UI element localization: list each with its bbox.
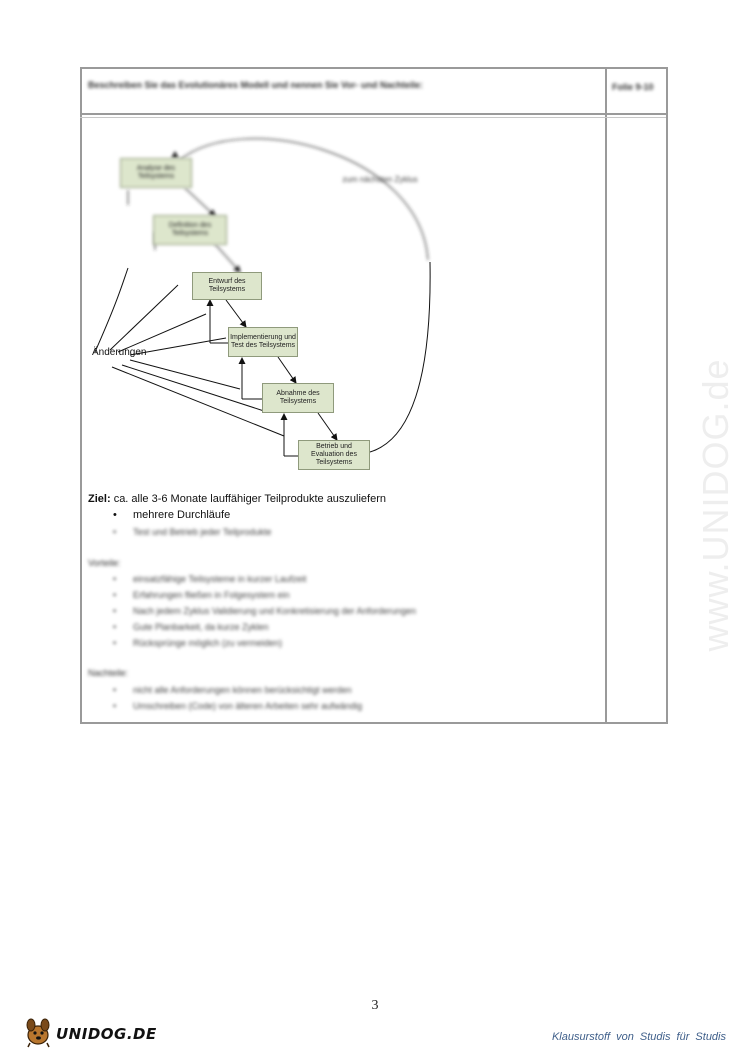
footer-slogan: Klausurstoff von Studis für Studis [551,1031,726,1043]
nachteil-text: nicht alle Anforderungen können berücksi… [133,685,352,695]
vorteil-text: Nach jedem Zyklus Validierung und Konkre… [133,606,416,616]
box-abnahme: Abnahme des Teilsystems [262,383,334,413]
box-betrieb: Betrieb und Evaluation des Teilsystems [298,440,370,470]
folie-reference: Folie 9-10 [612,82,654,92]
box-entwurf: Entwurf des Teilsystems [192,272,262,300]
vorteile-heading: Vorteile: [88,558,121,568]
bullet-glyph: • [113,527,117,537]
question-table [80,67,668,724]
watermark: www.UNIDOG.de [690,270,736,730]
bullet-text: mehrere Durchläufe [133,509,231,521]
table-border [80,67,668,724]
aenderungen-label: Änderungen [92,347,147,358]
unidog-logo: UNIDOG.DE [22,1015,156,1049]
bullet-glyph: • [113,638,117,648]
cycle-label: zum nächsten Zyklus [342,175,418,184]
bullet-glyph: • [113,606,117,616]
bullet-glyph: • [113,701,117,711]
column-divider [605,67,607,722]
question-header: Beschreiben Sie das Evolutionäres Modell… [88,80,423,90]
nachteile-heading: Nachteile: [88,668,129,678]
ziel-text: ca. alle 3-6 Monate lauffähiger Teilprod… [113,493,387,505]
header-divider [80,113,666,115]
ziel-line: Ziel: ca. alle 3-6 Monate lauffähiger Te… [88,493,386,505]
bullet-glyph: • [113,590,117,600]
box-implementierung: Implementierung und Test des Teilsystems [228,327,298,357]
dog-icon [26,1018,50,1048]
header-divider-secondary [80,117,666,118]
bullet-glyph: • [113,685,117,695]
preview-window [82,262,604,532]
vorteil-text: Erfahrungen fließen in Folgesystem ein [133,590,290,600]
bullet-text: Test und Betrieb jeder Teilprodukte [133,527,272,537]
bullet-glyph: • [113,509,117,521]
page-number: 3 [371,998,379,1013]
watermark-text: www.UNIDOG.de [695,358,736,652]
nachteil-text: Umschreiben (Code) von älteren Arbeiten … [133,701,363,711]
box-definition: Definition des Teilsystems [153,215,227,245]
vorteil-text: Rücksprünge möglich (zu vermeiden) [133,638,283,648]
vorteil-text: Gute Planbarkeit, da kurze Zyklen [133,622,269,632]
ziel-label: Ziel: [88,493,111,505]
logo-text: UNIDOG.DE [56,1025,157,1043]
bullet-glyph: • [113,574,117,584]
box-analyse: Analyse des Teilsystems [120,158,192,188]
vorteil-text: einsatzfähige Teilsysteme in kurzer Lauf… [133,574,307,584]
bullet-glyph: • [113,622,117,632]
